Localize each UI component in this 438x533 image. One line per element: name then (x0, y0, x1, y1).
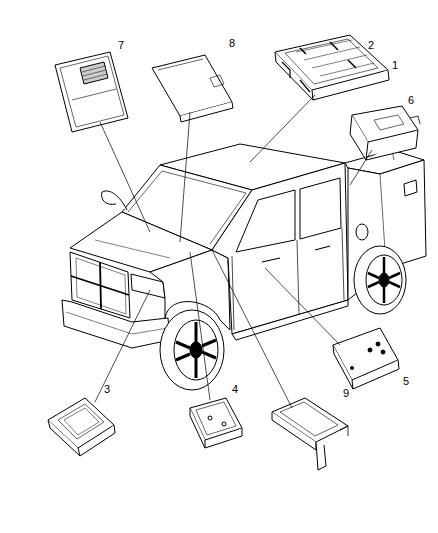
callout-number: 2 (368, 40, 374, 51)
callout-number: 8 (229, 38, 235, 49)
front-wheel (160, 310, 224, 390)
module-5 (333, 328, 399, 389)
module-6 (350, 106, 420, 160)
callout-number: 7 (118, 40, 124, 51)
module-7 (55, 52, 128, 132)
callout-number: 3 (104, 384, 110, 395)
module-2-1 (275, 35, 389, 100)
module-3 (48, 398, 115, 456)
module-9 (272, 398, 348, 470)
callout-number: 1 (392, 60, 398, 71)
module-4 (190, 398, 242, 448)
callout-number: 5 (403, 376, 409, 387)
truck-body (62, 144, 426, 348)
module-8 (152, 55, 233, 122)
leader-lines (95, 95, 372, 408)
callout-number: 4 (232, 384, 238, 395)
callout-number: 9 (343, 388, 349, 399)
callout-number: 6 (408, 95, 414, 106)
rear-wheel (354, 246, 406, 314)
